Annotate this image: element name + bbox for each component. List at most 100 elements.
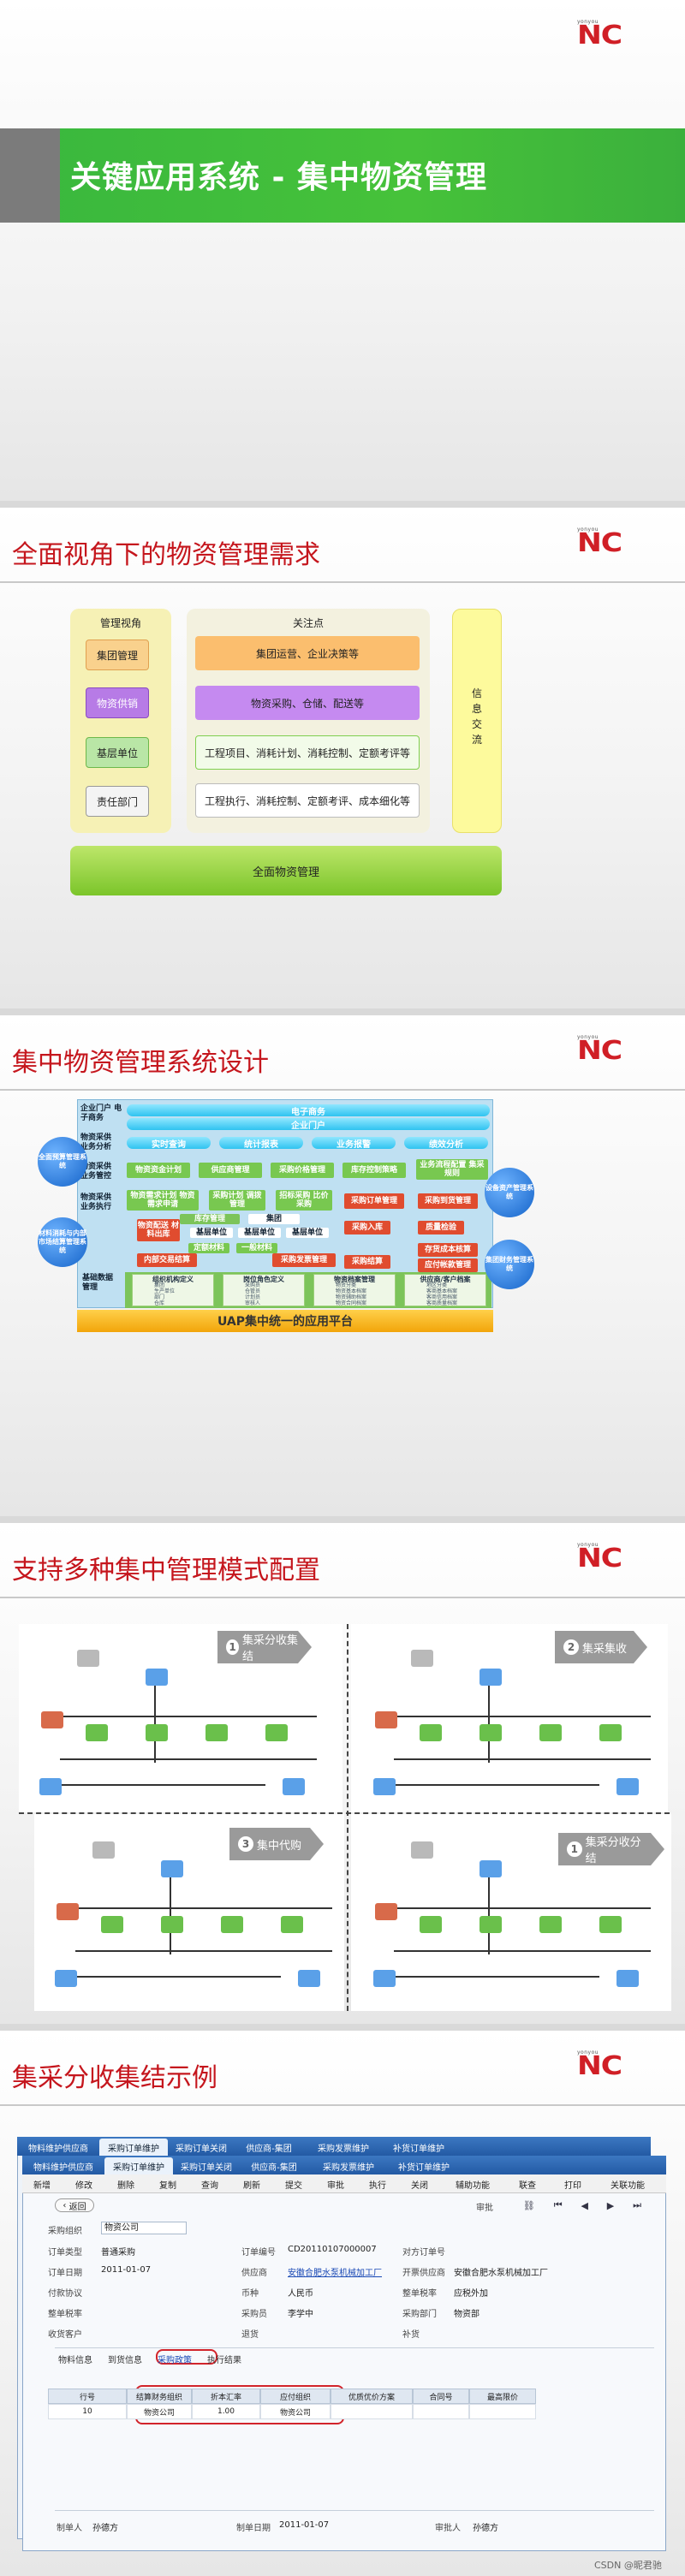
subtab[interactable]: 执行结果: [207, 2356, 241, 2365]
warehouse-node: [411, 1841, 433, 1859]
title-rule: [0, 1597, 685, 1598]
grid-cell[interactable]: [331, 2404, 413, 2419]
toolbar-button[interactable]: 修改: [75, 2180, 92, 2191]
exec3-item: 采购结算: [344, 1255, 390, 1269]
unit-node: [221, 1916, 243, 1933]
window-tab[interactable]: 物料维护供应商: [28, 2144, 88, 2154]
toolbar-button[interactable]: 联查: [519, 2180, 536, 2191]
unit-node: [265, 1724, 288, 1741]
field-label: 开票供应商: [402, 2269, 445, 2278]
basic-data-item: 物资辅助档案: [336, 1294, 367, 1300]
field-value[interactable]: 物资部: [454, 2310, 480, 2319]
toolbar-button[interactable]: 辅助功能: [456, 2180, 490, 2191]
window-tab[interactable]: 供应商-集团: [246, 2144, 292, 2154]
window-tab[interactable]: 物料维护供应商: [33, 2163, 93, 2173]
toolbar-button[interactable]: 查询: [201, 2180, 218, 2191]
slide-separator: [0, 501, 685, 508]
field-value[interactable]: CD20110107000007: [288, 2245, 377, 2254]
window-tab[interactable]: 补货订单维护: [393, 2144, 444, 2154]
grid-cell[interactable]: [413, 2404, 469, 2419]
grid-cell[interactable]: 10: [48, 2404, 127, 2419]
grid-cell[interactable]: 物资公司: [260, 2404, 331, 2419]
system-node: [480, 1669, 502, 1686]
toolbar-button[interactable]: 复制: [159, 2180, 176, 2191]
field-value[interactable]: 李学中: [288, 2310, 313, 2319]
nav-arrows[interactable]: ⛓ ⏮ ◀ ▶ ⏭: [514, 2198, 651, 2212]
control-item: 采购价格管理: [271, 1163, 334, 1178]
flow-line: [75, 1950, 332, 1952]
grid-cell[interactable]: [469, 2404, 536, 2419]
brand-logo: yonyou NC: [577, 1034, 637, 1064]
first-icon[interactable]: ⏮: [553, 2199, 563, 2210]
prev-icon[interactable]: ◀: [581, 2199, 588, 2211]
toolbar-button[interactable]: 提交: [285, 2180, 302, 2191]
grid-header: 最高限价: [469, 2389, 536, 2404]
toolbar-button[interactable]: 删除: [117, 2180, 134, 2191]
unit-node: [101, 1916, 123, 1933]
window-tab[interactable]: 补货订单维护: [398, 2163, 450, 2173]
back-button[interactable]: ‹ 返回: [55, 2198, 94, 2212]
basic-data-item: 客商基本档案: [426, 1288, 458, 1294]
window-tab[interactable]: 采购订单维护: [99, 2139, 168, 2156]
field-label: 对方订单号: [402, 2248, 445, 2258]
mode-divider-v: [347, 1624, 348, 2011]
window-tab[interactable]: 采购订单关闭: [181, 2163, 232, 2173]
next-icon[interactable]: ▶: [606, 2199, 615, 2211]
last-icon[interactable]: ⏭: [633, 2199, 642, 2210]
exec2-item: 质量检验: [418, 1221, 464, 1234]
footer-label: 制单日期: [236, 2524, 271, 2533]
footer-label: 制单人: [57, 2524, 82, 2533]
carrier-node: [616, 1778, 639, 1795]
grid-cell[interactable]: 1.00: [192, 2404, 260, 2419]
field-value[interactable]: 应税外加: [454, 2289, 488, 2299]
field-label: 退货: [241, 2330, 259, 2340]
inventory-group: 集团: [248, 1214, 300, 1224]
toolbar-button[interactable]: 刷新: [243, 2180, 260, 2191]
toolbar-button[interactable]: 关闭: [411, 2180, 428, 2191]
field-value[interactable]: 2011-01-07: [101, 2265, 152, 2275]
subtab[interactable]: 采购政策: [158, 2356, 192, 2365]
unit-node: [480, 1916, 502, 1933]
subtab[interactable]: 物料信息: [58, 2356, 92, 2365]
back-label: 返回: [68, 2202, 86, 2212]
consumption-system-circle: 材料消耗与内部市场结算管理系统: [38, 1217, 87, 1267]
basic-data-column: [223, 1274, 305, 1306]
flow-line: [170, 1869, 171, 1954]
toolbar-button[interactable]: 执行: [369, 2180, 386, 2191]
basic-data-head: 组织机构定义: [152, 1276, 194, 1283]
perspective-item: 责任部门: [86, 786, 149, 817]
link-icon[interactable]: ⛓: [522, 2199, 535, 2211]
field-label: 整单税率: [402, 2289, 437, 2299]
org-input[interactable]: 物资公司: [101, 2222, 187, 2234]
basic-data-item: 物资基本档案: [336, 1288, 367, 1294]
window-tab[interactable]: 采购发票维护: [318, 2144, 369, 2154]
system-node: [146, 1669, 168, 1686]
order-tabbar: [22, 2156, 666, 2174]
field-value[interactable]: 安徽合肥水泵机械加工厂: [454, 2269, 548, 2278]
row-label-portal: 企业门户 电子商务: [80, 1104, 122, 1122]
field-value[interactable]: 安徽合肥水泵机械加工厂: [288, 2269, 382, 2278]
analysis-item: 实时查询: [127, 1137, 211, 1150]
window-tab[interactable]: 采购订单关闭: [176, 2144, 227, 2154]
toolbar-button[interactable]: 打印: [564, 2180, 581, 2191]
toolbar-button[interactable]: 新增: [33, 2180, 51, 2191]
field-value[interactable]: 人民币: [288, 2289, 313, 2299]
mode-label: 集采分收分结: [585, 1836, 641, 1865]
grid-header: 应付组织: [260, 2389, 331, 2404]
basic-data-head: 供应商/客户档案: [420, 1276, 471, 1283]
window-tab[interactable]: 采购发票维护: [323, 2163, 374, 2173]
mode-number: 3: [238, 1836, 253, 1852]
brand-mark: NC: [577, 528, 622, 558]
toolbar-button[interactable]: 关联功能: [611, 2180, 645, 2191]
footer-value: 孙德方: [473, 2524, 498, 2533]
window-tab[interactable]: 供应商-集团: [251, 2163, 297, 2173]
brand-logo: yonyou NC: [577, 1542, 637, 1572]
toolbar-button[interactable]: 审批: [327, 2180, 344, 2191]
grid-cell[interactable]: 物资公司: [127, 2404, 192, 2419]
field-value[interactable]: 普通采购: [101, 2248, 135, 2258]
window-tab[interactable]: 采购订单维护: [104, 2157, 173, 2174]
slide-system-design: yonyou NC 集中物资管理系统设计 企业门户 电子商务 物资采供 业务分析…: [0, 1015, 685, 1516]
subtab[interactable]: 到货信息: [108, 2356, 142, 2365]
slide-title: 集采分收集结示例: [12, 2063, 217, 2093]
mode-number: 2: [563, 1639, 579, 1655]
